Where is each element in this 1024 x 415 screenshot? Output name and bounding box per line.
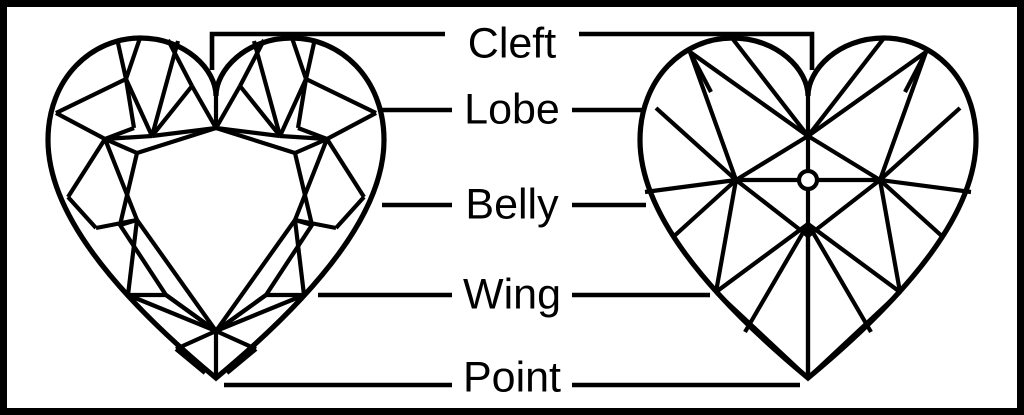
crown-girdle-left-1 [55,111,106,141]
label-wing: Wing [463,270,561,318]
crown-star-facet-left-2 [55,77,127,115]
pavilion-right-lobe-ray-1 [806,36,886,138]
pavilion-right-upper-girdle-2 [903,51,928,93]
label-lobe: Lobe [464,85,560,133]
crown-star-left-lobe-a [150,84,194,138]
crown-star-left-lobe-b [190,84,218,130]
pavilion-left-lower-girdle [714,290,810,380]
crown-lower-right-7 [215,293,305,333]
crown-star-left-lobe-c [166,39,194,87]
pavilion-left-lobe-ray-1 [730,36,810,138]
pavilion-right-lower-ray-2 [806,222,873,334]
crown-lower-left-3 [119,217,138,228]
crown-lower-right-6 [214,218,297,333]
crown-upper-girdle-right-2 [278,78,308,137]
crown-upper-girdle-right-1 [251,40,283,137]
pavilion-left-girdle-4 [713,179,739,293]
pavilion-right-upper-girdle-1 [878,51,928,181]
pavilion-left-upper-girdle-1 [688,51,738,181]
pavilion-right-girdle-2 [879,177,972,195]
pavilion-left-lobe-ray-2 [688,50,810,138]
pavilion-right-lobe-ray-2 [806,50,928,138]
crown-bezel-facet-right-1 [303,42,317,80]
pavilion-left-girdle-1 [654,106,738,182]
cleft-leader-right [579,31,815,70]
pavilion-right-lower-ray-1 [806,222,902,294]
crown-upper-girdle-left-2 [124,78,154,137]
pavilion-right-girdle-1 [878,106,962,182]
crown-girdle-left-5 [66,137,107,199]
pavilion-culet-icon [796,168,820,192]
crown-lower-left-4 [125,219,140,296]
crown-star-facet-left-1 [124,37,142,80]
pavilion-left-upper-girdle-2 [688,51,713,93]
crown-star-facet-right-3 [295,78,309,129]
pavilion-left-lower-ray-1 [714,222,810,294]
pavilion-left-girdle-3 [670,178,738,240]
crown-girdle-right-5 [325,137,366,199]
label-cleft: Cleft [468,19,556,67]
crown-star-facet-left-3 [123,78,137,129]
cleft-leader-left [209,31,445,70]
crown-star-right-lobe-c [238,39,266,87]
pavilion-right-girdle-5 [806,178,882,238]
label-group-cleft: Cleft [209,19,815,70]
crown-girdle-right-6 [293,138,329,221]
label-point: Point [463,353,561,401]
crown-girdle-left-6 [103,138,139,221]
crown-point-right-2 [225,347,258,375]
pavilion-right-lobe-ray-3 [806,134,882,182]
crown-lower-left-7 [127,293,217,333]
crown-point-left-2 [174,347,207,375]
crown-upper-girdle-left-1 [149,40,181,137]
pavilion-right-girdle-4 [877,179,903,293]
crown-point-right-1 [215,329,257,351]
label-group-belly: Belly [382,180,646,228]
crown-lower-right-4 [292,219,307,296]
pavilion-left-girdle-2 [644,177,737,195]
crown-upper-girdle-right-3 [215,125,281,139]
crown-heart-outline [45,35,387,382]
label-group-lobe: Lobe [382,85,646,133]
crown-lower-right-1 [334,195,366,230]
crown-upper-girdle-left-3 [151,125,217,139]
pavilion-right-lower-girdle [806,290,902,380]
label-group-point: Point [224,353,800,401]
pavilion-left-lobe-ray-3 [734,134,810,182]
crown-star-facet-right-1 [290,37,308,80]
crown-girdle-right-3 [279,133,328,142]
crown-girdle-left-3 [104,133,153,142]
crown-star-facet-right-2 [305,77,377,115]
diagram-pavilion-view [637,35,979,382]
crown-girdle-left-4 [104,137,138,155]
crown-table-facet [117,125,315,334]
crown-lower-right-3 [294,217,313,228]
crown-lower-left-6 [135,218,218,333]
label-group-wing: Wing [318,270,710,318]
crown-bezel-facet-left-1 [115,42,129,80]
diagram-crown-view [45,35,387,382]
crown-girdle-right-4 [294,137,328,155]
crown-point-left-1 [175,329,217,351]
crown-star-right-lobe-b [214,84,242,130]
crown-lower-left-1 [66,195,98,230]
pavilion-left-lower-ray-2 [743,222,810,334]
crown-lower-right-8 [214,293,268,333]
crown-girdle-right-1 [326,111,377,141]
crown-lower-left-8 [164,293,218,333]
crown-star-right-lobe-a [238,84,282,138]
pavilion-left-girdle-5 [734,178,810,238]
pavilion-right-girdle-3 [878,178,946,240]
label-belly: Belly [465,180,559,228]
